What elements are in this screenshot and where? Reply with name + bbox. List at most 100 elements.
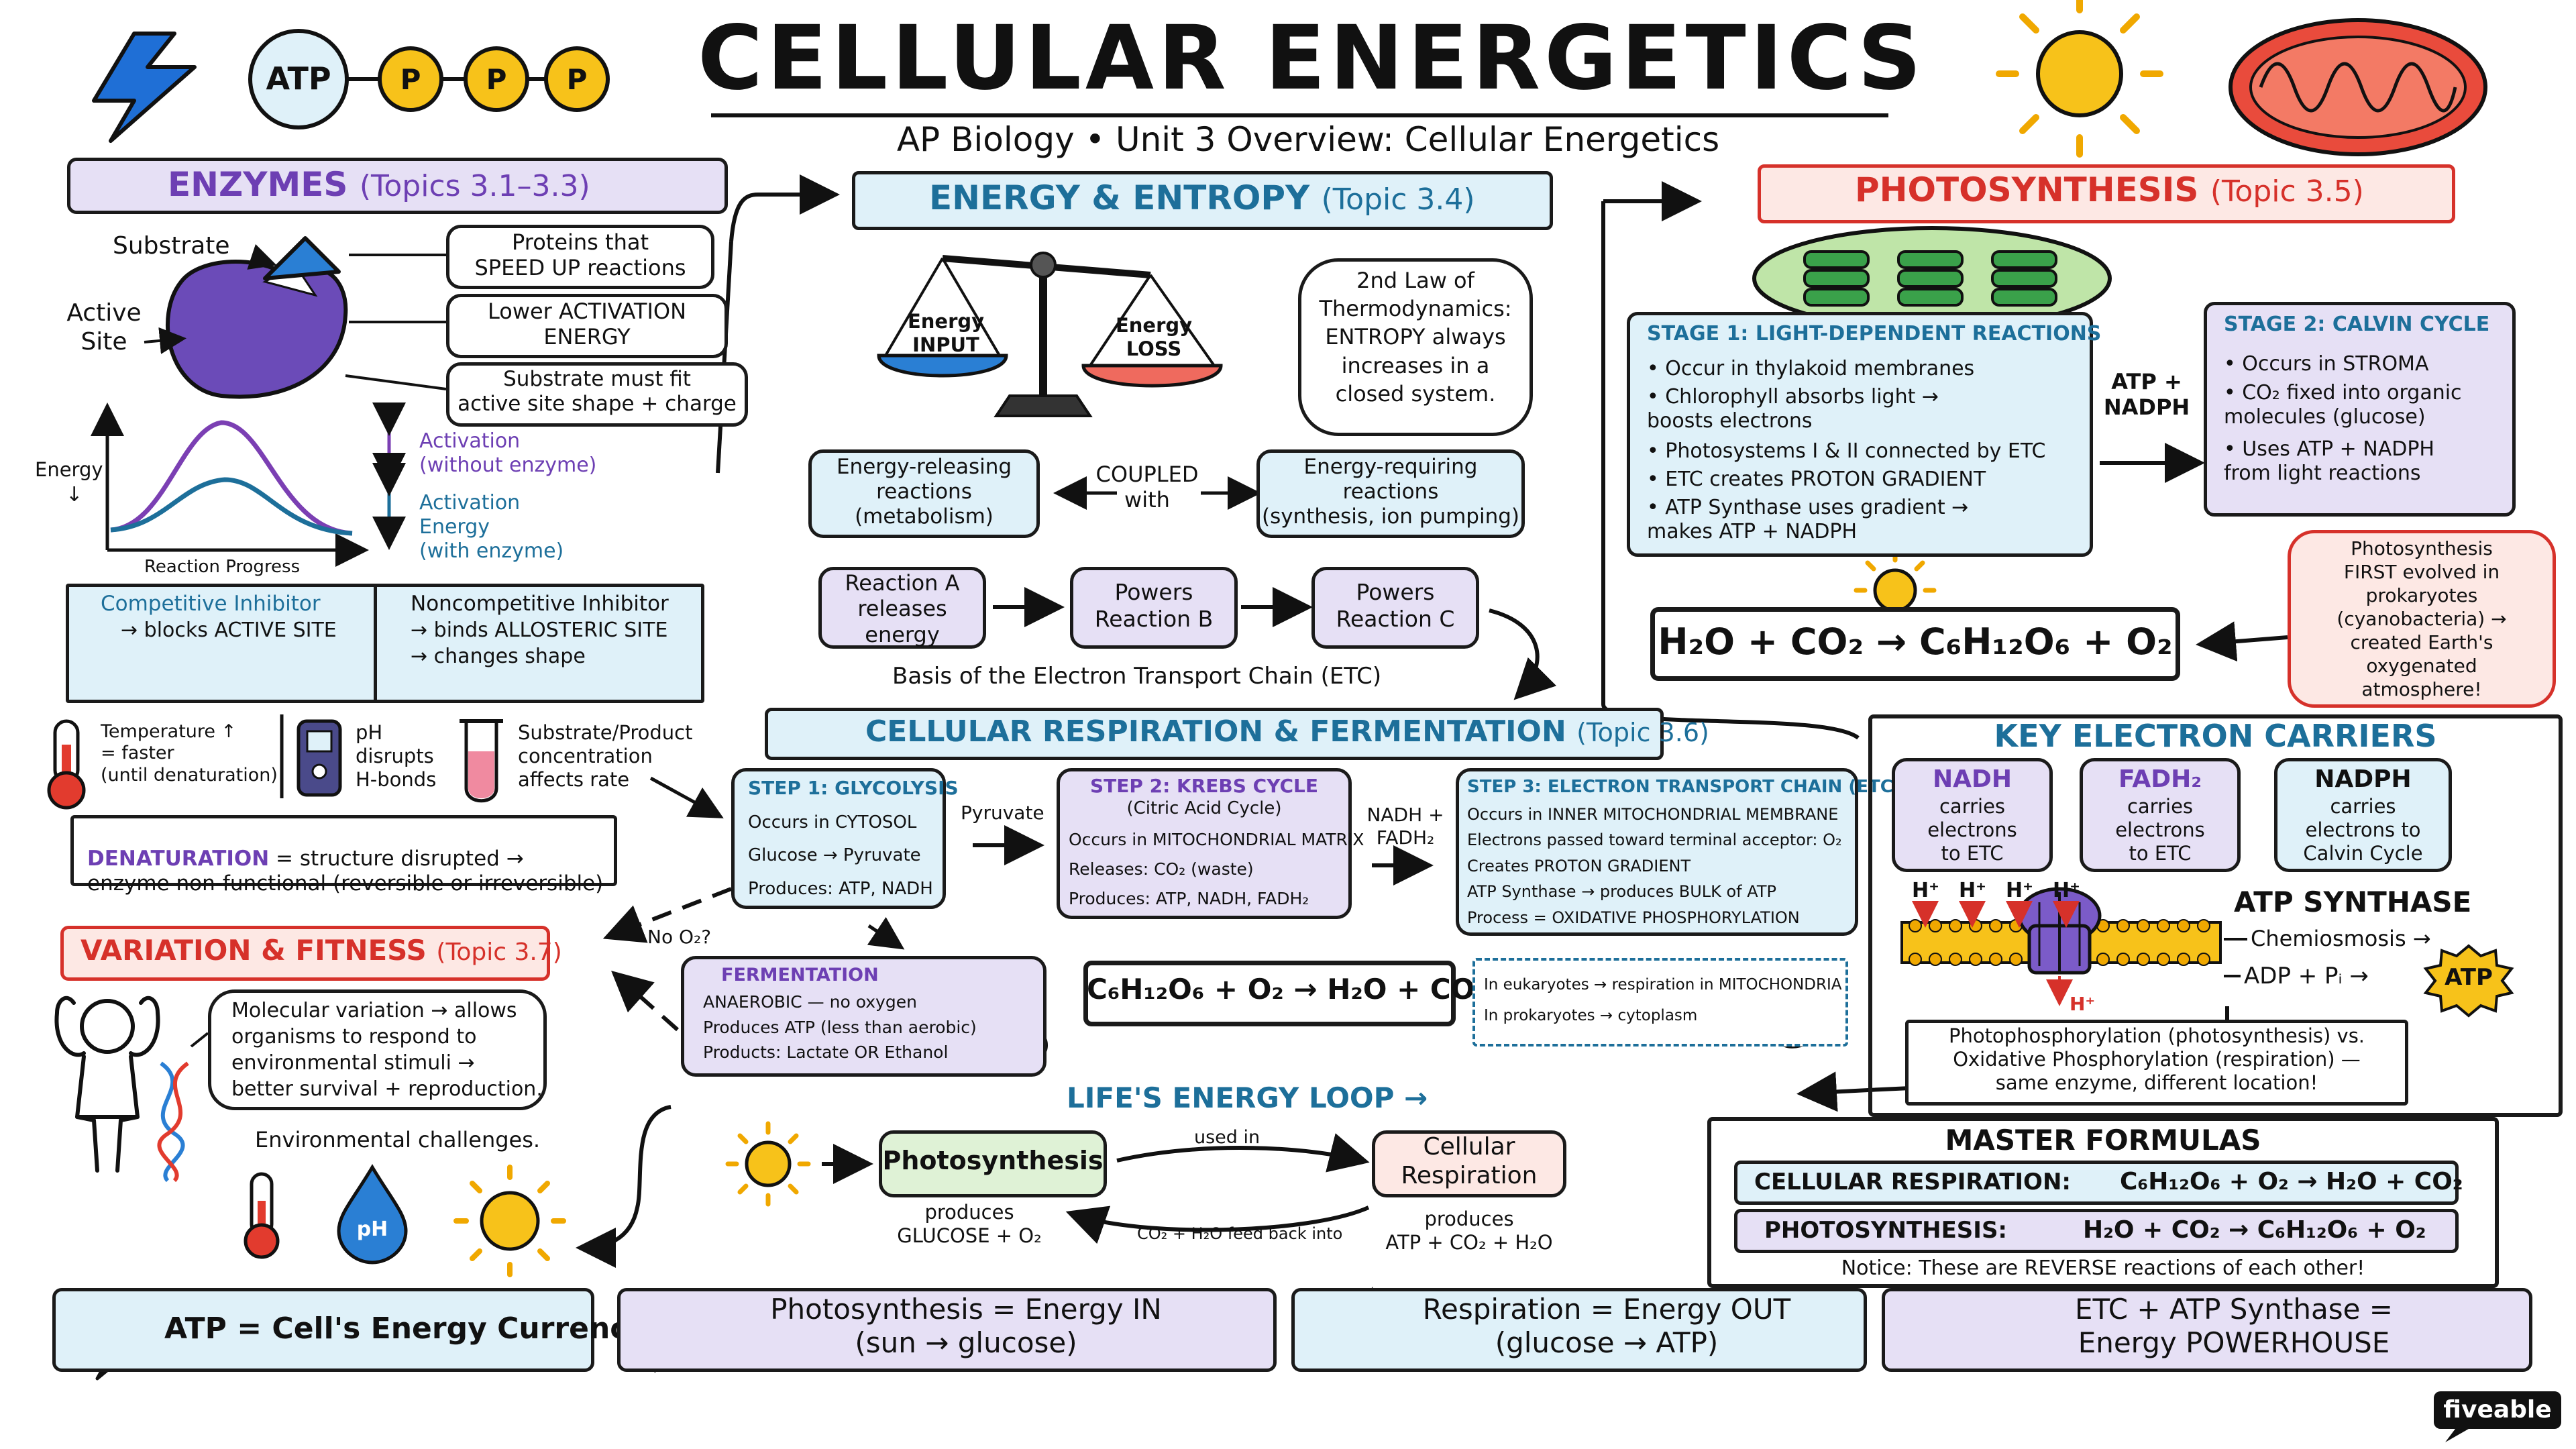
adp-label: ADP + Pᵢ → <box>2244 963 2369 989</box>
mitochondrion-icon <box>2229 18 2487 156</box>
glycolysis-title: STEP 1: GLYCOLYSIS <box>748 777 959 799</box>
loop-respiration-text: Cellular Respiration <box>1401 1133 1538 1190</box>
energy-loss-label: Energy LOSS <box>1115 314 1193 360</box>
banner-respiration-text: Respiration = Energy OUT (glucose → ATP) <box>1422 1293 1791 1360</box>
etc-title: STEP 3: ELECTRON TRANSPORT CHAIN (ETC) <box>1467 777 1901 797</box>
prokaryote-note-text: Photosynthesis FIRST evolved in prokaryo… <box>2337 537 2507 700</box>
env-sun-icon <box>453 1165 566 1277</box>
glycolysis-text: Occurs in CYTOSOL Glucose → Pyruvate Pro… <box>748 812 933 899</box>
master-photo-label: PHOTOSYNTHESIS: <box>1764 1217 2008 1244</box>
fermentation-title: FERMENTATION <box>721 965 879 985</box>
brand-label: fiveable <box>2443 1396 2552 1424</box>
krebs-box <box>1057 768 1352 919</box>
phosphate-label-3: P <box>566 63 588 96</box>
energy-title-text: ENERGY & ENTROPY <box>929 178 1310 217</box>
energy-input-label: Energy INPUT <box>907 310 985 356</box>
denaturation-word: DENATURATION <box>87 847 270 871</box>
nadph-desc: carries electrons to Calvin Cycle <box>2303 795 2423 865</box>
graph-ylabel: Energy <box>35 458 103 481</box>
phosphorylation-text: Photophosphorylation (photosynthesis) vs… <box>1948 1024 2365 1094</box>
glycolysis-box <box>731 768 946 909</box>
ph-drop-label: pH <box>356 1218 388 1241</box>
inhibitor-divider <box>374 585 377 702</box>
enzyme-fact-1 <box>446 225 714 289</box>
phosphate-label-2: P <box>486 63 507 96</box>
stage2-item-3: • Uses ATP + NADPH from light reactions <box>2224 437 2434 485</box>
fadh2-desc: carries electrons to ETC <box>2115 795 2205 865</box>
energy-title: ENERGY & ENTROPY (Topic 3.4) <box>929 178 1475 218</box>
nadph-box <box>2274 758 2452 872</box>
phosphate-label-1: P <box>400 63 421 96</box>
resp-equation-box <box>1083 961 1456 1026</box>
competitive-text: → blocks ACTIVE SITE <box>121 619 337 642</box>
produces-left-label: produces GLUCOSE + O₂ <box>897 1201 1042 1247</box>
energy-loop-title: LIFE'S ENERGY LOOP → <box>1067 1081 1428 1114</box>
etc-basis-text: Basis of the Electron Transport Chain (E… <box>892 663 1382 690</box>
stage1-item-1: • Occur in thylakoid membranes <box>1647 357 1975 380</box>
nadh-fadh-label: NADH + FADH₂ <box>1366 804 1444 849</box>
fermentation-box <box>681 956 1046 1077</box>
graph-ylabel-arrow: ↓ <box>66 483 83 506</box>
stage2-box <box>2204 302 2516 517</box>
energy-requiring-text: Energy-requiring reactions (synthesis, i… <box>1261 455 1520 529</box>
env-thermometer-icon <box>244 1172 280 1259</box>
denaturation-text: DENATURATION = structure disrupted → enz… <box>87 822 603 897</box>
enzyme-fact-3-text: Substrate must fit active site shape + c… <box>458 367 737 417</box>
fadh2-box <box>2080 758 2241 872</box>
variation-bubble <box>208 989 547 1110</box>
banner-photosynthesis <box>617 1288 1277 1372</box>
inhibitor-box <box>66 584 704 703</box>
loop-photosynthesis-text: Photosynthesis <box>882 1146 1104 1175</box>
fiveable-logo <box>2434 1391 2561 1442</box>
photo-equation: H₂O + CO₂ → C₆H₁₂O₆ + O₂ <box>1658 621 2173 663</box>
fermentation-text: ANAEROBIC — no oxygen Produces ATP (less… <box>703 992 977 1062</box>
photo-title: PHOTOSYNTHESIS (Topic 3.5) <box>1855 170 2364 210</box>
stage1-box <box>1627 312 2093 557</box>
krebs-text: Occurs in MITOCHONDRIAL MATRIX Releases:… <box>1069 830 1364 908</box>
resp-header <box>765 708 1664 760</box>
resp-title: CELLULAR RESPIRATION & FERMENTATION (Top… <box>865 714 1709 750</box>
reaction-b-box <box>1070 567 1238 649</box>
prokaryote-note-box <box>2288 530 2556 708</box>
produces-right-label: produces ATP + CO₂ + H₂O <box>1385 1208 1553 1254</box>
lightning-icon <box>92 32 197 143</box>
reaction-b-text: Powers Reaction B <box>1094 579 1214 632</box>
enzymes-title-text: ENZYMES <box>168 165 348 204</box>
stage1-title: STAGE 1: LIGHT-DEPENDENT REACTIONS <box>1647 322 2102 345</box>
hplus-5: H⁺ <box>2070 993 2096 1015</box>
euk-prok-text: In eukaryotes → respiration in MITOCHOND… <box>1484 976 1842 1024</box>
atp-label: ATP <box>266 60 331 97</box>
hplus-2: H⁺ <box>1959 879 1986 902</box>
hplus-1: H⁺ <box>1912 879 1939 902</box>
hplus-3: H⁺ <box>2006 879 2033 902</box>
stage2-item-2: • CO₂ fixed into organic molecules (gluc… <box>2224 381 2462 429</box>
enzymes-topic: (Topics 3.1–3.3) <box>359 169 590 203</box>
substrate-label: Substrate <box>113 232 230 260</box>
energy-requiring-box <box>1256 449 1525 538</box>
fadh2-name: FADH₂ <box>2118 765 2202 793</box>
etc-box <box>1456 768 1858 936</box>
no-oxygen-label: No O₂? <box>647 926 712 948</box>
nadh-name: NADH <box>1932 765 2012 793</box>
atp-product-label: ATP <box>2445 964 2493 991</box>
stage1-item-2: • Chlorophyll absorbs light → boosts ele… <box>1647 385 1939 433</box>
variation-title-text: VARIATION & FITNESS <box>80 934 427 967</box>
carriers-frame <box>1868 714 2563 1117</box>
chemiosmosis-label: Chemiosmosis → <box>2251 926 2431 951</box>
page-subtitle: AP Biology • Unit 3 Overview: Cellular E… <box>896 120 1720 159</box>
photo-title-text: PHOTOSYNTHESIS <box>1855 170 2199 209</box>
enzyme-fact-2-text: Lower ACTIVATION ENERGY <box>487 299 687 350</box>
banner-atp <box>52 1288 594 1372</box>
second-law-text: 2nd Law of Thermodynamics: ENTROPY alway… <box>1319 268 1512 407</box>
master-title: MASTER FORMULAS <box>1945 1124 2261 1157</box>
activation-without-label: Activation (without enzyme) <box>419 429 597 477</box>
page-title: CELLULAR ENERGETICS <box>698 7 1926 110</box>
resp-topic: (Topic 3.6) <box>1576 718 1709 747</box>
master-resp-equation: C₆H₁₂O₆ + O₂ → H₂O + CO₂ <box>2120 1168 2463 1195</box>
water-drop-icon <box>337 1164 408 1265</box>
nadph-name: NADPH <box>2314 765 2412 793</box>
substrate-icon <box>263 236 341 280</box>
master-resp-label: CELLULAR RESPIRATION: <box>1754 1169 2072 1195</box>
pyruvate-label: Pyruvate <box>961 802 1044 824</box>
krebs-subtitle: (Citric Acid Cycle) <box>1126 798 1282 818</box>
